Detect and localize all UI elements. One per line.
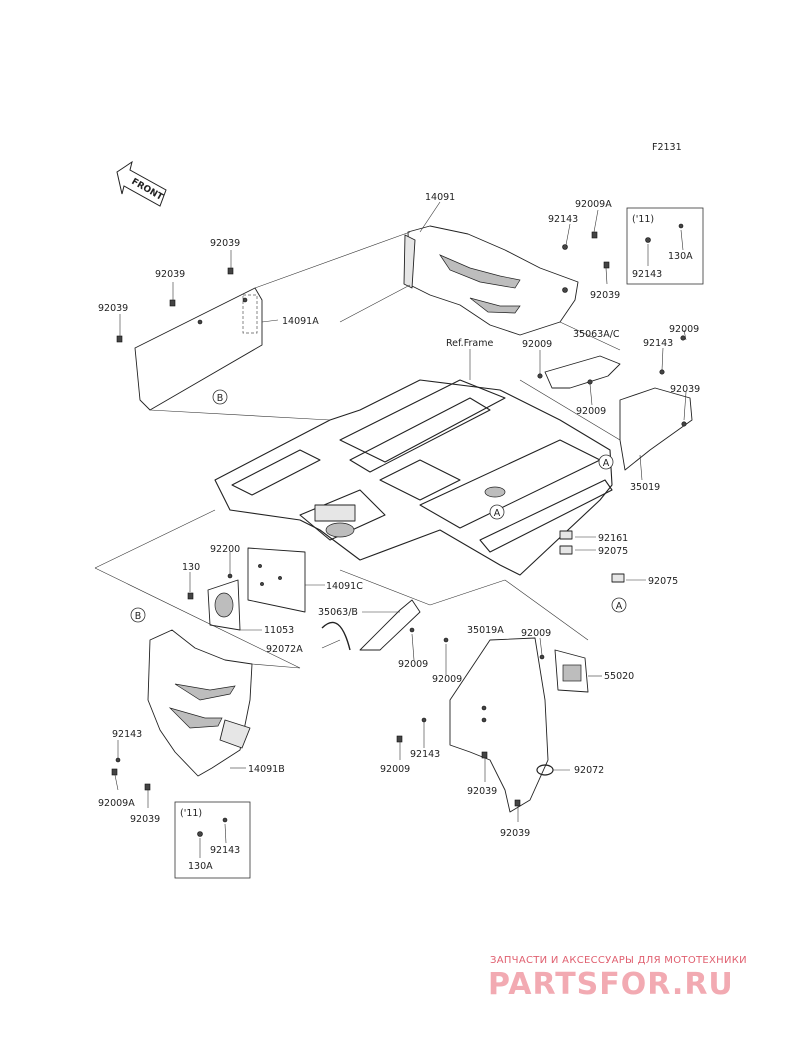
callout-14091C: 14091C bbox=[326, 581, 363, 592]
callout-92039-top-right: 92039 bbox=[590, 290, 620, 301]
ref-marker-b1: B bbox=[212, 389, 228, 405]
inset-box-top: ('11) 130A 92143 bbox=[626, 207, 704, 285]
callout-92039-right: 92039 bbox=[670, 384, 700, 395]
callout-92009A-lower: 92009A bbox=[98, 798, 135, 809]
inset-box-bottom: ('11) 92143 130A bbox=[174, 801, 251, 879]
callout-92039-lower-left: 92039 bbox=[130, 814, 160, 825]
callout-92072: 92072 bbox=[574, 765, 604, 776]
callout-92009A-top: 92009A bbox=[575, 199, 612, 210]
callout-92039-lower-mid: 92039 bbox=[467, 786, 497, 797]
callout-92161: 92161 bbox=[598, 533, 628, 544]
svg-text:A: A bbox=[603, 458, 610, 469]
callout-92009-right: 92009 bbox=[669, 324, 699, 335]
callout-92009-mid: 92009 bbox=[522, 339, 552, 350]
callout-35063B: 35063/B bbox=[318, 607, 358, 618]
callout-92009-lower4: 92009 bbox=[380, 764, 410, 775]
callout-92143-lower-left: 92143 bbox=[112, 729, 142, 740]
rear-fender-14091 bbox=[403, 225, 579, 336]
ref-marker-a1: A bbox=[598, 454, 614, 470]
diagram-code: F2131 bbox=[652, 142, 682, 153]
bracket-35063B bbox=[359, 599, 449, 651]
inset-top-year: ('11) bbox=[632, 214, 654, 225]
fender-35019 bbox=[619, 335, 693, 471]
callout-35063AC: 35063A/C bbox=[573, 329, 620, 340]
callout-92039-a: 92039 bbox=[210, 238, 240, 249]
callout-92075-b: 92075 bbox=[648, 576, 678, 587]
callout-92039-b: 92039 bbox=[155, 269, 185, 280]
ref-marker-a3: A bbox=[611, 597, 627, 613]
rubber-pads bbox=[559, 530, 625, 583]
bracket-35063AC bbox=[537, 355, 621, 389]
leader-lines bbox=[94, 201, 687, 822]
mud-flap-35019A bbox=[396, 637, 549, 813]
callout-92009-mid2: 92009 bbox=[576, 406, 606, 417]
callout-35019: 35019 bbox=[630, 482, 660, 493]
ref-frame-label: Ref.Frame bbox=[446, 338, 493, 349]
callout-92143-top: 92143 bbox=[548, 214, 578, 225]
callout-92009-lower3: 92009 bbox=[521, 628, 551, 639]
callout-92009-lower2: 92009 bbox=[432, 674, 462, 685]
callout-11053: 11053 bbox=[264, 625, 294, 636]
callout-92143-right: 92143 bbox=[643, 338, 673, 349]
bolt-group-top-right bbox=[562, 231, 610, 269]
callout-35019A: 35019A bbox=[467, 625, 504, 636]
callout-labels: 14091 92009A 92143 92039 92039 92039 920… bbox=[98, 192, 700, 839]
bolt-group-top-left bbox=[116, 250, 234, 343]
side-cover-14091A bbox=[134, 287, 263, 411]
callout-92039-c: 92039 bbox=[98, 303, 128, 314]
callout-92143-lower-mid: 92143 bbox=[410, 749, 440, 760]
clamp-92072A bbox=[321, 621, 351, 651]
skid-plate-14091C bbox=[247, 547, 306, 613]
front-arrow-icon: FRONT bbox=[116, 160, 167, 207]
svg-text:A: A bbox=[494, 508, 501, 519]
svg-text:B: B bbox=[135, 611, 142, 622]
bracket-11053 bbox=[207, 579, 241, 631]
inset-top-part2: 130A bbox=[668, 251, 693, 262]
ref-marker-a2: A bbox=[489, 504, 505, 520]
inset-bottom-part1: 92143 bbox=[210, 845, 240, 856]
callout-92075-a: 92075 bbox=[598, 546, 628, 557]
callout-14091: 14091 bbox=[425, 192, 455, 203]
vehicle-frame bbox=[214, 379, 613, 576]
svg-text:B: B bbox=[217, 393, 224, 404]
watermark: ЗАПЧАСТИ И АКСЕССУАРЫ ДЛЯ МОТОТЕХНИКИ PA… bbox=[488, 955, 747, 1002]
bracket-55020 bbox=[554, 649, 589, 693]
inset-top-part1: 92143 bbox=[632, 269, 662, 280]
svg-text:A: A bbox=[616, 601, 623, 612]
ref-marker-b2: B bbox=[130, 607, 146, 623]
watermark-logo: PARTSFOR.RU bbox=[488, 967, 734, 1002]
watermark-tagline: ЗАПЧАСТИ И АКСЕССУАРЫ ДЛЯ МОТОТЕХНИКИ bbox=[490, 955, 747, 966]
callout-55020: 55020 bbox=[604, 671, 634, 682]
callout-92200: 92200 bbox=[210, 544, 240, 555]
callout-130: 130 bbox=[182, 562, 200, 573]
inset-bottom-year: ('11) bbox=[180, 808, 202, 819]
callout-92072A: 92072A bbox=[266, 644, 303, 655]
callout-92009-lower1: 92009 bbox=[398, 659, 428, 670]
callout-14091A: 14091A bbox=[282, 316, 319, 327]
callout-14091B: 14091B bbox=[248, 764, 285, 775]
callout-92039-bottom: 92039 bbox=[500, 828, 530, 839]
inset-bottom-part2: 130A bbox=[188, 861, 213, 872]
front-fender-14091B bbox=[111, 629, 253, 791]
